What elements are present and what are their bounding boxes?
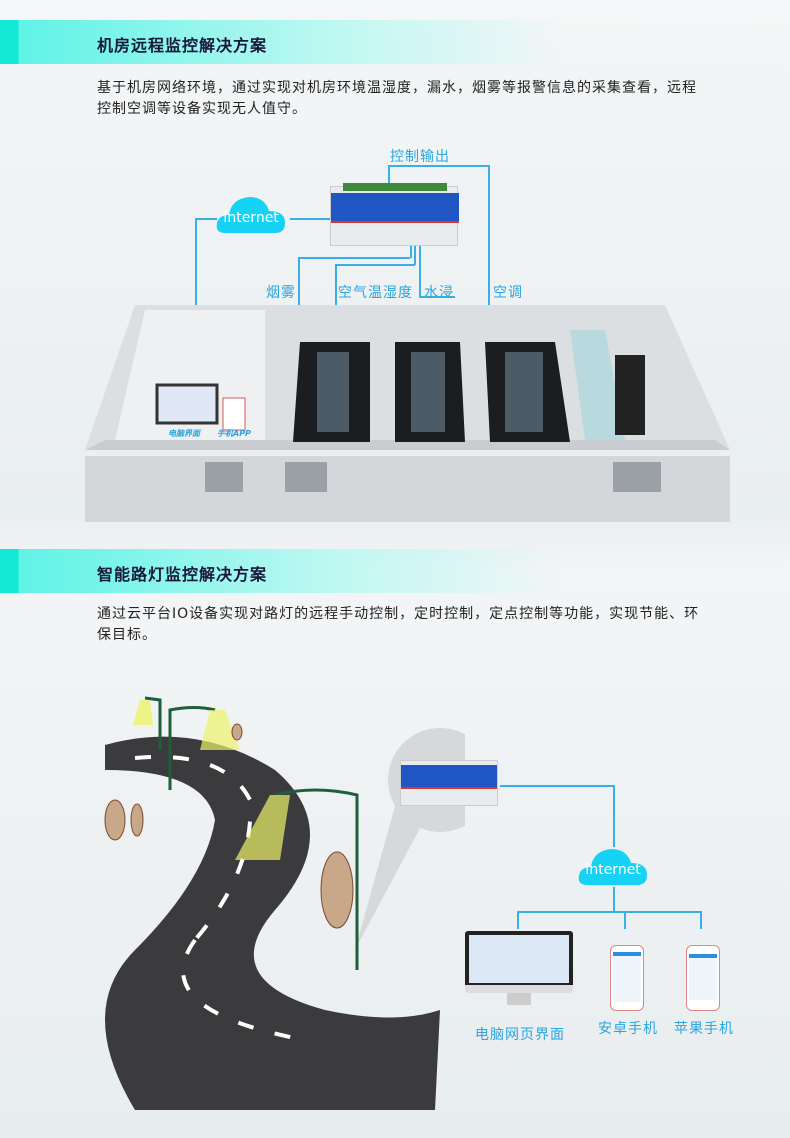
iphone	[686, 945, 720, 1011]
sensor-label-smoke: 烟雾	[266, 285, 296, 301]
io-controller-device	[330, 183, 459, 246]
section-title: 智能路灯监控解决方案	[97, 565, 268, 584]
room-label-pc: 电脑界面	[168, 429, 200, 438]
io-controller-device	[400, 760, 498, 806]
android-phone	[610, 945, 644, 1011]
section-description: 通过云平台IO设备实现对路灯的远程手动控制，定时控制，定点控制等功能，实现节能、…	[97, 606, 700, 643]
sensor-label-air-conditioner: 空调	[493, 285, 523, 301]
cloud-label: Internet	[585, 862, 641, 878]
sensor-label-water-leak: 水浸	[424, 285, 454, 301]
client-label-pc: 电脑网页界面	[475, 1027, 565, 1043]
street-light-road-illustration	[104, 696, 465, 1110]
cloud-label: Internet	[223, 210, 279, 226]
section-header-band	[0, 549, 560, 593]
control-output-label: 控制输出	[390, 149, 450, 165]
room-label-app: 手机APP	[217, 429, 251, 438]
section-header-band	[0, 20, 560, 64]
client-label-android: 安卓手机	[598, 1021, 658, 1037]
sensor-label-temp-humidity: 空气温湿度	[338, 285, 413, 301]
section-title: 机房远程监控解决方案	[97, 36, 268, 55]
section-description: 基于机房网络环境，通过实现对机房环境温湿度，漏水，烟雾等报警信息的采集查看，远程…	[97, 80, 697, 117]
desktop-monitor	[465, 931, 573, 1005]
internet-cloud: Internet	[577, 845, 649, 887]
internet-cloud: Internet	[215, 193, 287, 235]
client-label-iphone: 苹果手机	[674, 1021, 734, 1037]
server-room-illustration	[85, 305, 730, 522]
